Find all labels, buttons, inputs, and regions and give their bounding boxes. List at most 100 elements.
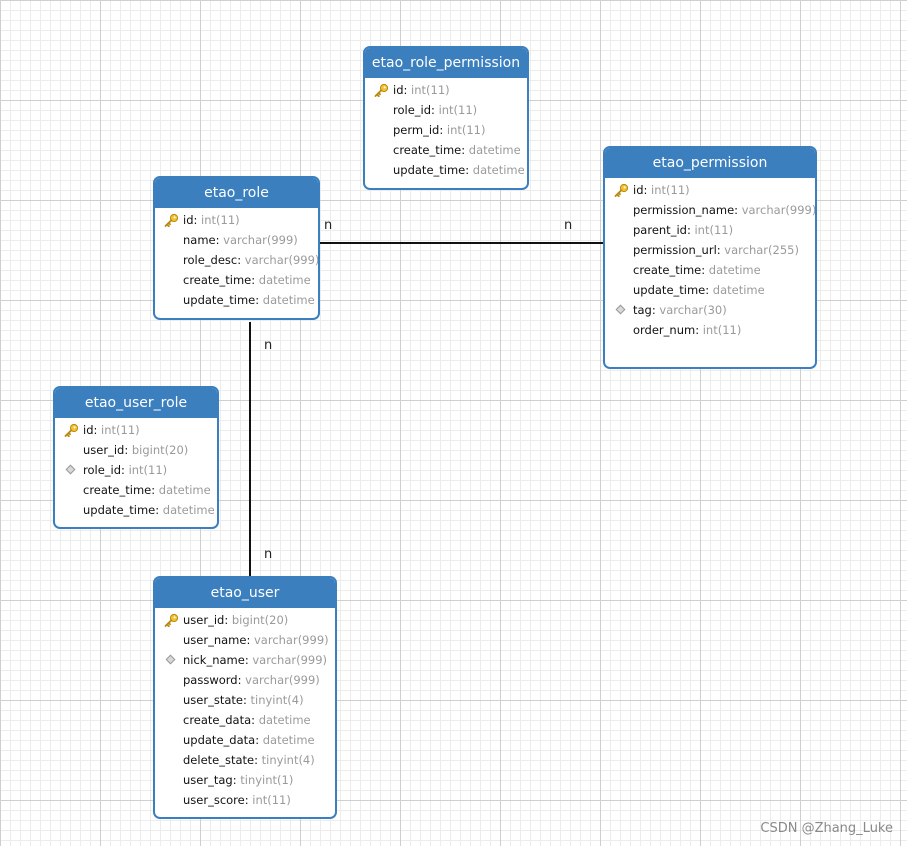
field-row[interactable]: permission_url: varchar(255) <box>605 240 815 260</box>
field-separator: : <box>254 753 262 767</box>
field-list: id: int(11)name: varchar(999)role_desc: … <box>155 208 318 310</box>
field-name: password <box>183 673 238 687</box>
field-row[interactable]: update_time: datetime <box>365 160 527 180</box>
field-row[interactable]: id: int(11) <box>155 210 318 230</box>
field-row[interactable]: password: varchar(999) <box>155 670 335 690</box>
field-name: user_tag <box>183 773 233 787</box>
field-row[interactable]: order_num: int(11) <box>605 320 815 340</box>
field-row[interactable]: user_name: varchar(999) <box>155 630 335 650</box>
field-row[interactable]: user_score: int(11) <box>155 790 335 810</box>
field-separator: : <box>246 633 254 647</box>
field-name: update_time <box>83 503 156 517</box>
field-type: int(11) <box>694 223 734 237</box>
field-row[interactable]: delete_state: tinyint(4) <box>155 750 335 770</box>
field-separator: : <box>643 183 652 197</box>
field-separator: : <box>242 693 251 707</box>
field-name: create_time <box>393 143 462 157</box>
field-row[interactable]: update_time: datetime <box>605 280 815 300</box>
field-type: tinyint(4) <box>261 753 315 767</box>
field-row[interactable]: role_id: int(11) <box>55 460 217 480</box>
field-type: varchar(30) <box>659 303 727 317</box>
field-row[interactable]: id: int(11) <box>55 420 217 440</box>
field-row[interactable]: nick_name: varchar(999) <box>155 650 335 670</box>
entity-title[interactable]: etao_role <box>155 178 318 208</box>
field-row[interactable]: create_time: datetime <box>605 260 815 280</box>
field-row[interactable]: id: int(11) <box>365 80 527 100</box>
index-diamond-icon <box>615 304 626 315</box>
field-name: permission_url <box>633 243 717 257</box>
field-name: update_time <box>183 293 256 307</box>
field-name: role_id <box>83 463 122 477</box>
field-name: tag <box>633 303 652 317</box>
field-row[interactable]: role_id: int(11) <box>365 100 527 120</box>
field-row[interactable]: create_time: datetime <box>155 270 318 290</box>
entity-etao-permission[interactable]: etao_permission id: int(11)permission_na… <box>603 146 817 369</box>
field-row[interactable]: create_data: datetime <box>155 710 335 730</box>
field-row[interactable]: id: int(11) <box>605 180 815 200</box>
field-row[interactable]: user_tag: tinyint(1) <box>155 770 335 790</box>
field-name: id <box>83 423 94 437</box>
field-separator: : <box>716 243 725 257</box>
field-separator: : <box>151 483 159 497</box>
field-name: create_time <box>183 273 252 287</box>
field-row[interactable]: update_data: datetime <box>155 730 335 750</box>
entity-title[interactable]: etao_user_role <box>55 388 217 418</box>
field-name: order_num <box>633 323 696 337</box>
entity-etao-user-role[interactable]: etao_user_role id: int(11)user_id: bigin… <box>53 386 219 529</box>
watermark-text: CSDN @Zhang_Luke <box>760 821 893 836</box>
index-diamond-icon <box>165 654 176 665</box>
field-separator: : <box>232 773 241 787</box>
field-type: datetime <box>472 163 525 177</box>
field-row[interactable]: perm_id: int(11) <box>365 120 527 140</box>
field-row[interactable]: role_desc: varchar(999) <box>155 250 318 270</box>
field-separator: : <box>255 733 263 747</box>
field-separator: : <box>403 83 412 97</box>
field-row[interactable]: user_id: bigint(20) <box>155 610 335 630</box>
field-list: id: int(11)permission_name: varchar(999)… <box>605 178 815 340</box>
field-separator: : <box>705 283 713 297</box>
entity-etao-user[interactable]: etao_user user_id: bigint(20)user_name: … <box>153 576 337 819</box>
field-name: nick_name <box>183 653 245 667</box>
field-name: user_state <box>183 693 243 707</box>
field-row[interactable]: name: varchar(999) <box>155 230 318 250</box>
entity-etao-role[interactable]: etao_role id: int(11)name: varchar(999)r… <box>153 176 320 320</box>
field-row[interactable]: permission_name: varchar(999) <box>605 200 815 220</box>
relation-line-role-user[interactable] <box>249 322 251 576</box>
field-separator: : <box>465 163 473 177</box>
field-separator: : <box>224 613 232 627</box>
field-type: varchar(999) <box>741 203 817 217</box>
entity-title[interactable]: etao_permission <box>605 148 815 178</box>
field-separator: : <box>431 103 439 117</box>
index-diamond-icon <box>65 464 76 475</box>
field-type: varchar(255) <box>724 243 799 257</box>
field-row[interactable]: parent_id: int(11) <box>605 220 815 240</box>
field-row[interactable]: user_state: tinyint(4) <box>155 690 335 710</box>
field-type: bigint(20) <box>231 613 289 627</box>
field-row[interactable]: update_time: datetime <box>155 290 318 310</box>
field-type: int(11) <box>411 83 450 97</box>
field-type: int(11) <box>651 183 690 197</box>
field-row[interactable]: create_time: datetime <box>365 140 527 160</box>
field-name: create_time <box>633 263 702 277</box>
field-separator: : <box>237 253 245 267</box>
field-row[interactable]: tag: varchar(30) <box>605 300 815 320</box>
field-separator: : <box>251 713 259 727</box>
field-list: id: int(11)user_id: bigint(20)role_id: i… <box>55 418 217 520</box>
entity-title[interactable]: etao_user <box>155 578 335 608</box>
field-name: delete_state <box>183 753 255 767</box>
field-type: int(11) <box>702 323 742 337</box>
field-separator: : <box>701 263 709 277</box>
field-type: datetime <box>468 143 521 157</box>
entity-title[interactable]: etao_role_permission <box>365 48 527 78</box>
field-type: varchar(999) <box>245 673 320 687</box>
field-separator: : <box>244 653 253 667</box>
entity-etao-role-permission[interactable]: etao_role_permission id: int(11)role_id:… <box>363 46 529 190</box>
relation-line-role-permission[interactable] <box>320 242 604 244</box>
field-row[interactable]: update_time: datetime <box>55 500 217 520</box>
field-row[interactable]: user_id: bigint(20) <box>55 440 217 460</box>
field-row[interactable]: create_time: datetime <box>55 480 217 500</box>
field-type: int(11) <box>438 103 478 117</box>
field-separator: : <box>93 423 102 437</box>
field-separator: : <box>251 273 259 287</box>
field-separator: : <box>193 213 202 227</box>
